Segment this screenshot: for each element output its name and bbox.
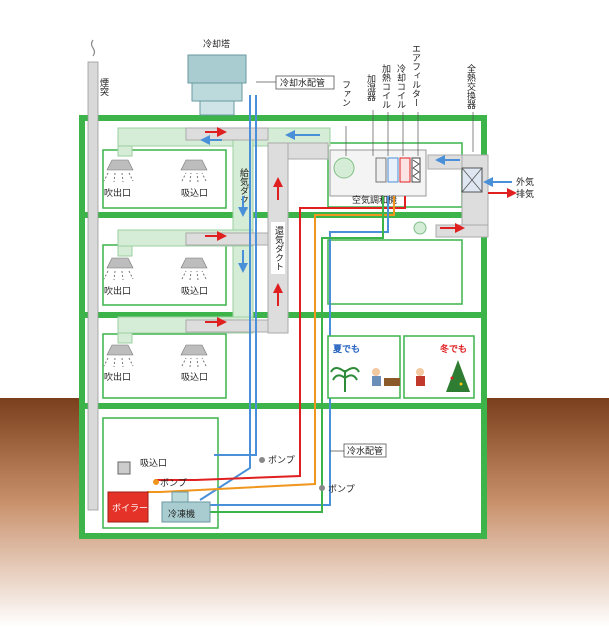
smoke <box>90 39 96 57</box>
outlet-label-1: 吹出口 <box>104 187 131 199</box>
air-filter-label: エアフィルター <box>410 44 421 107</box>
cooling-coil-label: 冷却コイル <box>395 63 406 109</box>
inlet-label-3: 吸込口 <box>181 372 208 383</box>
pump-2 <box>153 479 159 485</box>
chilled-pipe-green <box>210 196 384 513</box>
chilled-water-pipe-label-box <box>343 443 387 458</box>
cooling-water-pipe-label-box <box>275 75 335 90</box>
airflow-dashes <box>103 172 207 368</box>
fan-small <box>413 221 427 235</box>
pump-label-3: ポンプ <box>328 484 355 495</box>
pump-label-2: ポンプ <box>160 478 187 489</box>
chimney <box>87 61 99 511</box>
floor-slab-3 <box>82 403 484 409</box>
pump-1 <box>259 457 265 463</box>
inlet-label-1: 吸込口 <box>181 188 208 199</box>
chiller-label: 冷凍機 <box>168 508 195 520</box>
return-duct-label-bg <box>271 222 285 274</box>
cooling-water-pipe-label: 冷却水配管 <box>280 77 325 89</box>
fan-label: ファン <box>340 80 350 107</box>
orange-pipe <box>147 196 395 493</box>
room-right-2 <box>327 239 463 305</box>
cooling-tower-label: 冷却塔 <box>203 38 230 50</box>
basement-inlet <box>117 461 131 475</box>
air-handler <box>329 149 427 197</box>
pump-label-1: ポンプ <box>268 455 295 466</box>
chiller <box>161 491 211 523</box>
summer-scene <box>330 367 400 392</box>
return-duct-label: 還気ダクト <box>273 225 284 271</box>
component-leaders <box>345 110 474 156</box>
hot-pipe <box>155 196 406 481</box>
room-floor1 <box>102 333 227 399</box>
air-handler-label: 空気調和機 <box>352 194 397 206</box>
heating-coil-label: 加熱コイル <box>380 64 391 109</box>
supply-duct-label: 給気ダクト <box>238 167 249 213</box>
pipes <box>147 95 406 513</box>
winter-label: 冬でも <box>440 343 467 355</box>
chilled-pipe-blue <box>210 196 389 506</box>
room-floor2 <box>102 244 227 306</box>
chilled-water-pipe-label: 冷水配管 <box>347 445 383 457</box>
airflow-arrows <box>200 127 465 327</box>
chimney-label: 煙突 <box>98 78 109 97</box>
cooling-water-pipe-blue <box>214 95 257 456</box>
summer-room <box>327 335 401 399</box>
cooling-tower <box>187 54 247 116</box>
heat-exchanger <box>461 167 483 193</box>
basement-inlet-label: 吸込口 <box>140 458 167 469</box>
exhaust-air-label: 排気 <box>516 188 534 200</box>
summer-label: 夏でも <box>332 344 360 355</box>
outlet-label-3: 吹出口 <box>104 371 131 383</box>
inlet-label-2: 吸込口 <box>181 286 208 297</box>
boiler <box>107 491 149 523</box>
humidifier-label: 加湿器 <box>365 74 376 101</box>
winter-scene <box>416 360 470 392</box>
pump-3 <box>319 485 325 491</box>
boiler-label: ボイラー <box>112 503 148 514</box>
outlet-label-2: 吹出口 <box>104 285 131 297</box>
outlets <box>106 159 208 356</box>
outside-air-label: 外気 <box>516 176 534 188</box>
heat-exchanger-label: 全熱交換器 <box>465 63 476 109</box>
room-floor3 <box>102 149 227 209</box>
